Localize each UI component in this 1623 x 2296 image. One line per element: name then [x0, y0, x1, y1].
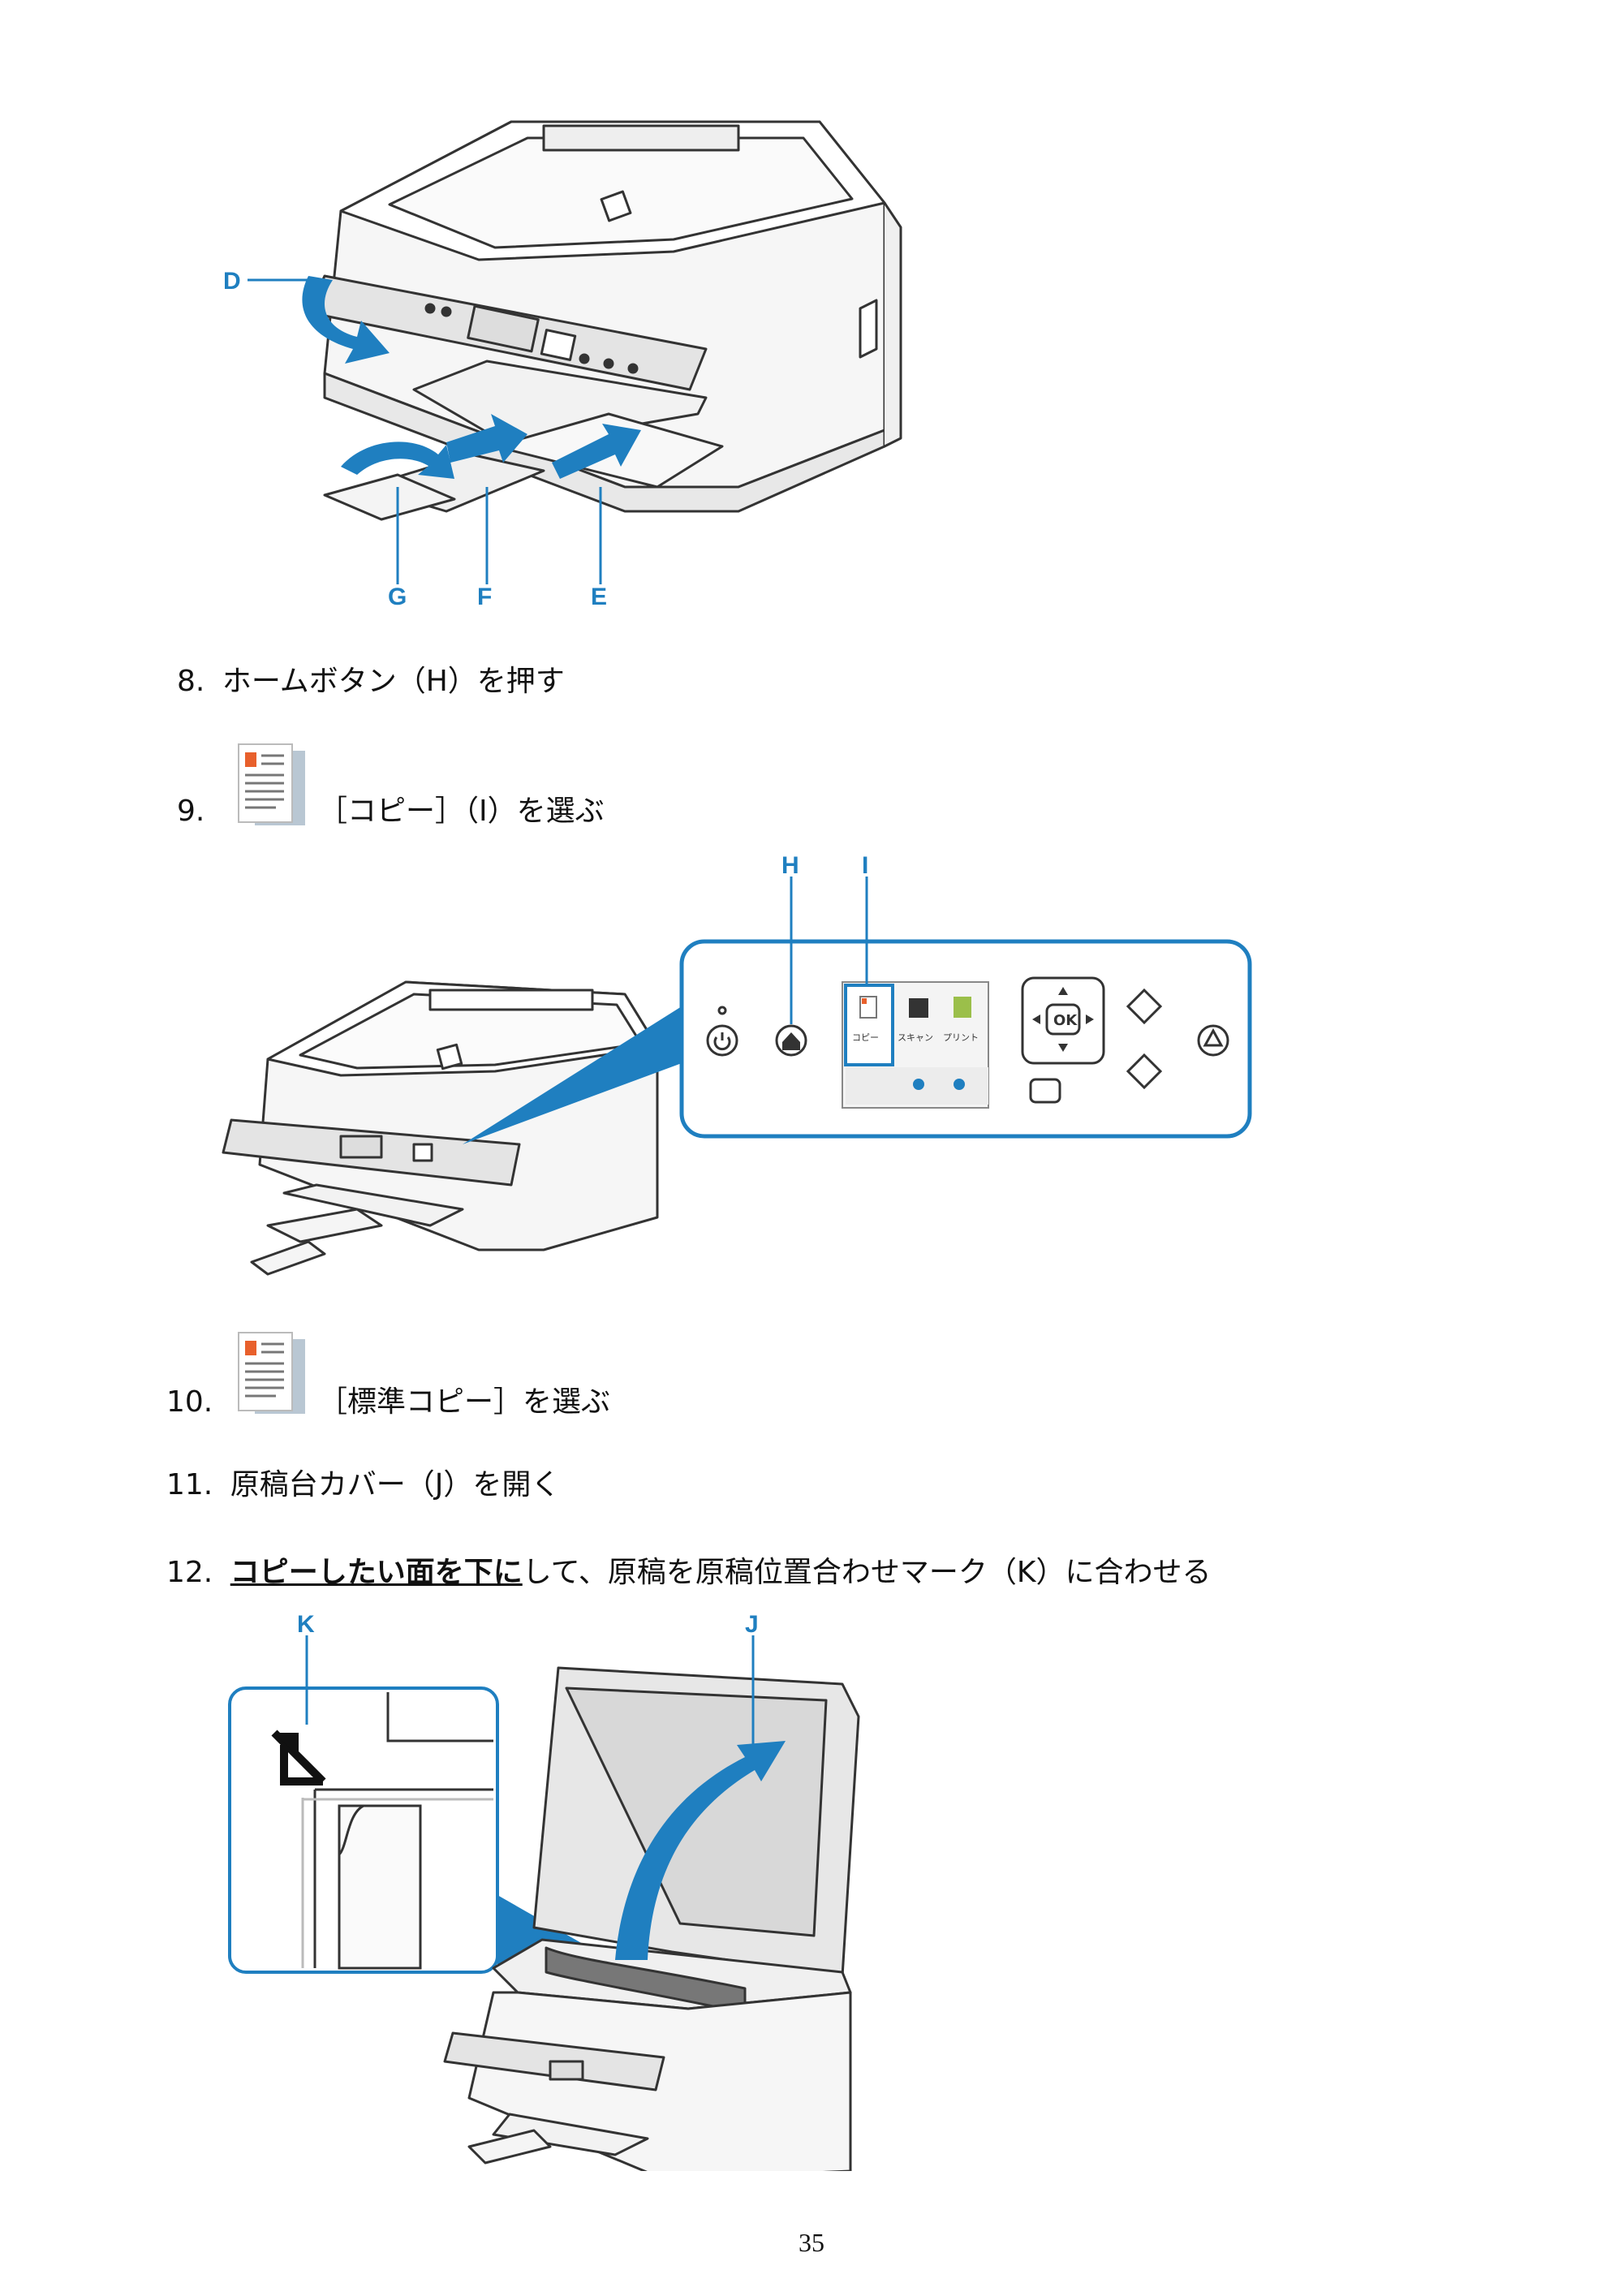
- step-text: ［標準コピー］を選ぶ: [318, 1385, 611, 1419]
- callout-i: I: [862, 852, 868, 879]
- step-number: 8.: [177, 665, 205, 698]
- step-emphasis: コピーしたい面を下に: [230, 1556, 523, 1589]
- operation-panel-figure: コピー スキャン プリント OK H I: [222, 852, 1252, 1276]
- callout-d: D: [223, 268, 241, 295]
- menu-copy: コピー: [852, 1032, 879, 1043]
- callout-f: F: [477, 584, 492, 609]
- ok-label: OK: [1053, 1012, 1078, 1029]
- step-number: 9.: [177, 795, 205, 828]
- step-9: 9.: [177, 794, 204, 829]
- callout-k: K: [297, 1611, 315, 1638]
- step-number: 11.: [166, 1468, 213, 1501]
- callout-g: G: [388, 584, 407, 609]
- copy-document-icon: [238, 743, 305, 825]
- step-text: して、原稿を原稿位置合わせマーク（K）に合わせる: [522, 1556, 1212, 1589]
- step-11: 11. 原稿台カバー（J）を開く: [166, 1467, 560, 1503]
- callout-j: J: [745, 1611, 759, 1638]
- callout-h: H: [781, 852, 799, 879]
- menu-scan: スキャン: [898, 1032, 933, 1043]
- step-8: 8. ホームボタン（H）を押す: [177, 664, 565, 700]
- step-number: 12.: [166, 1556, 213, 1589]
- step-text: 原稿台カバー（J）を開く: [230, 1468, 561, 1501]
- step-text: ［コピー］（I）を選ぶ: [318, 795, 605, 828]
- step-9-label: ［コピー］（I）を選ぶ: [318, 794, 605, 829]
- copy-document-icon: [238, 1332, 305, 1414]
- step-text: ホームボタン（H）を押す: [222, 665, 565, 698]
- printer-output-tray-figure: D G F E: [223, 120, 902, 609]
- step-10: 10.: [166, 1385, 213, 1420]
- menu-print: プリント: [943, 1032, 979, 1043]
- step-12: 12. コピーしたい面を下にして、原稿を原稿位置合わせマーク（K）に合わせる: [166, 1555, 1211, 1591]
- document-cover-figure: K J: [228, 1611, 860, 2171]
- step-number: 10.: [166, 1385, 213, 1419]
- callout-e: E: [591, 584, 607, 609]
- page-number: 35: [799, 2228, 824, 2257]
- step-10-label: ［標準コピー］を選ぶ: [318, 1385, 610, 1420]
